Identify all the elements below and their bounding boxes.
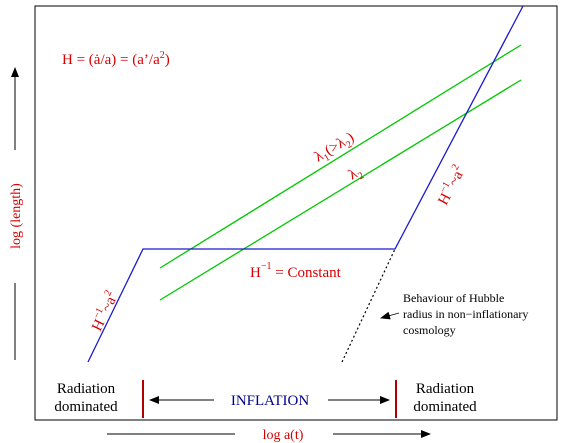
constant-label: H−1 = Constant: [250, 261, 342, 281]
left-phase-line-1: Radiation: [57, 381, 116, 397]
left-phase-label: Radiation dominated: [54, 381, 118, 415]
hubble-radius-curve: [87, 5, 524, 363]
right-phase-line-1: Radiation: [416, 381, 475, 397]
x-axis-label: log a(t): [263, 428, 304, 443]
right-slope-label: H−1~a2: [433, 163, 469, 208]
lambda1-line: [159, 44, 522, 269]
annotation-line-3: cosmology: [403, 323, 456, 337]
plot-frame: [34, 5, 558, 421]
annotation-line-2: radius in non−inflationary: [403, 307, 528, 321]
hubble-equation: H = (ȧ/a) = (a’/a2): [62, 50, 170, 68]
right-phase-line-2: dominated: [413, 399, 477, 415]
annotation: Behaviour of Hubble radius in non−inflat…: [403, 291, 528, 337]
left-phase-line-2: dominated: [54, 399, 118, 415]
annotation-arrow: [380, 311, 400, 320]
non-inflationary-dotted-line: [341, 248, 396, 363]
left-slope-label: H−1~a2: [87, 288, 122, 333]
y-axis-label: log (length): [9, 183, 24, 249]
lambda2-label: λ2: [346, 163, 366, 186]
annotation-line-1: Behaviour of Hubble: [403, 291, 504, 305]
lambda2-line: [159, 79, 522, 301]
lambda1-label: λ1(>λ2): [312, 130, 359, 168]
inflation-label: INFLATION: [231, 393, 309, 409]
right-phase-label: Radiation dominated: [413, 381, 477, 415]
